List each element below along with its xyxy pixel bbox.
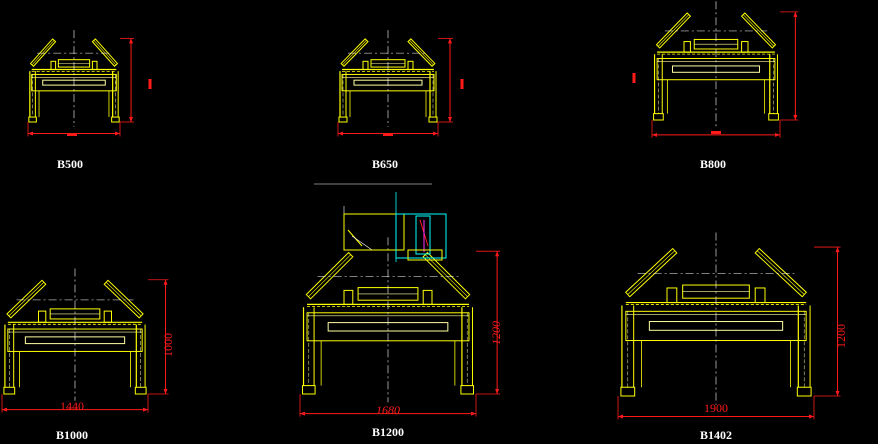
right-wing-roller-axis — [93, 40, 117, 66]
roller-bracket-left — [362, 60, 369, 71]
left-wing-roller — [624, 247, 678, 298]
left-wing-roller-axis — [8, 282, 45, 317]
left-wing-roller — [340, 38, 369, 67]
width-dimension-b1000: 1440 — [60, 399, 84, 413]
section-view-frame — [343, 213, 405, 251]
left-wing-roller-axis — [342, 40, 367, 66]
right-wing-roller-axis — [757, 250, 805, 295]
roller-bracket-right — [407, 60, 414, 71]
left-wing-roller-axis — [308, 254, 351, 297]
foot-right — [428, 116, 438, 123]
width-dimension-b1402: 1900 — [704, 401, 728, 415]
height-dimension-b1200: 1200 — [489, 321, 503, 345]
roller-bracket-left — [50, 60, 57, 71]
left-wing-roller — [29, 38, 57, 67]
left-wing-roller-axis — [627, 250, 675, 295]
label-b1000: B1000 — [56, 428, 88, 442]
label-b1402: B1402 — [700, 428, 732, 442]
right-wing-roller-axis — [105, 282, 142, 317]
roller-bracket-right — [422, 289, 433, 305]
left-wing-roller-axis — [657, 14, 689, 47]
width-dimension-mark — [383, 133, 393, 136]
roller-bracket-right — [103, 310, 112, 323]
height-dimension-b1402: 1200 — [834, 324, 848, 348]
left-wing-roller — [6, 279, 47, 319]
right-wing-roller — [91, 38, 119, 67]
idler-view-b1402 — [617, 232, 841, 420]
label-b650: B650 — [372, 157, 398, 171]
idler-view-b650 — [337, 30, 464, 137]
roller-bracket-left — [38, 310, 47, 323]
detail-base — [407, 249, 443, 261]
section-view-arm — [351, 235, 373, 251]
roller-bracket-right — [741, 41, 749, 53]
right-wing-roller — [422, 251, 471, 300]
width-dimension-b1200: 1680 — [376, 403, 400, 417]
foot-left — [28, 116, 37, 123]
idler-view-b1200 — [299, 183, 501, 417]
foot-right — [134, 386, 147, 395]
idler-view-b500 — [27, 30, 152, 137]
height-dimension-mark — [460, 79, 464, 89]
foot-right — [460, 385, 474, 395]
roller-bracket-left — [666, 287, 678, 304]
roller-bracket-left — [343, 289, 354, 305]
foot-left — [620, 386, 636, 397]
roller-bracket-right — [91, 60, 98, 71]
foot-right — [796, 386, 812, 397]
label-b1200: B1200 — [372, 425, 404, 439]
left-wing-roller — [305, 251, 354, 300]
label-b800: B800 — [700, 157, 726, 171]
frame-box — [656, 58, 776, 81]
height-dimension-mark — [632, 73, 636, 83]
foot-right — [111, 116, 120, 123]
idler-view-b1000 — [1, 268, 169, 413]
foot-right — [768, 113, 779, 121]
left-wing-roller-axis — [31, 40, 55, 66]
height-dimension-mark — [148, 79, 152, 89]
roller-bracket-right — [754, 287, 766, 304]
right-wing-roller — [103, 279, 144, 319]
right-wing-roller — [740, 12, 777, 49]
roller-bracket-left — [683, 41, 691, 53]
foot-left — [302, 385, 316, 395]
width-dimension-mark — [711, 131, 721, 134]
right-wing-roller — [407, 38, 436, 67]
foot-left — [653, 113, 664, 121]
foot-left — [3, 386, 16, 395]
foot-left — [338, 116, 348, 123]
idler-view-b800 — [632, 1, 799, 138]
left-wing-roller — [655, 12, 692, 49]
label-b500: B500 — [57, 157, 83, 171]
detail-view-inner — [415, 215, 431, 255]
right-wing-roller-axis — [743, 14, 775, 47]
width-dimension-mark — [67, 133, 77, 136]
height-dimension-b1000: 1000 — [161, 333, 175, 357]
right-wing-roller-axis — [425, 254, 468, 297]
right-wing-roller — [754, 247, 808, 298]
right-wing-roller-axis — [409, 40, 434, 66]
